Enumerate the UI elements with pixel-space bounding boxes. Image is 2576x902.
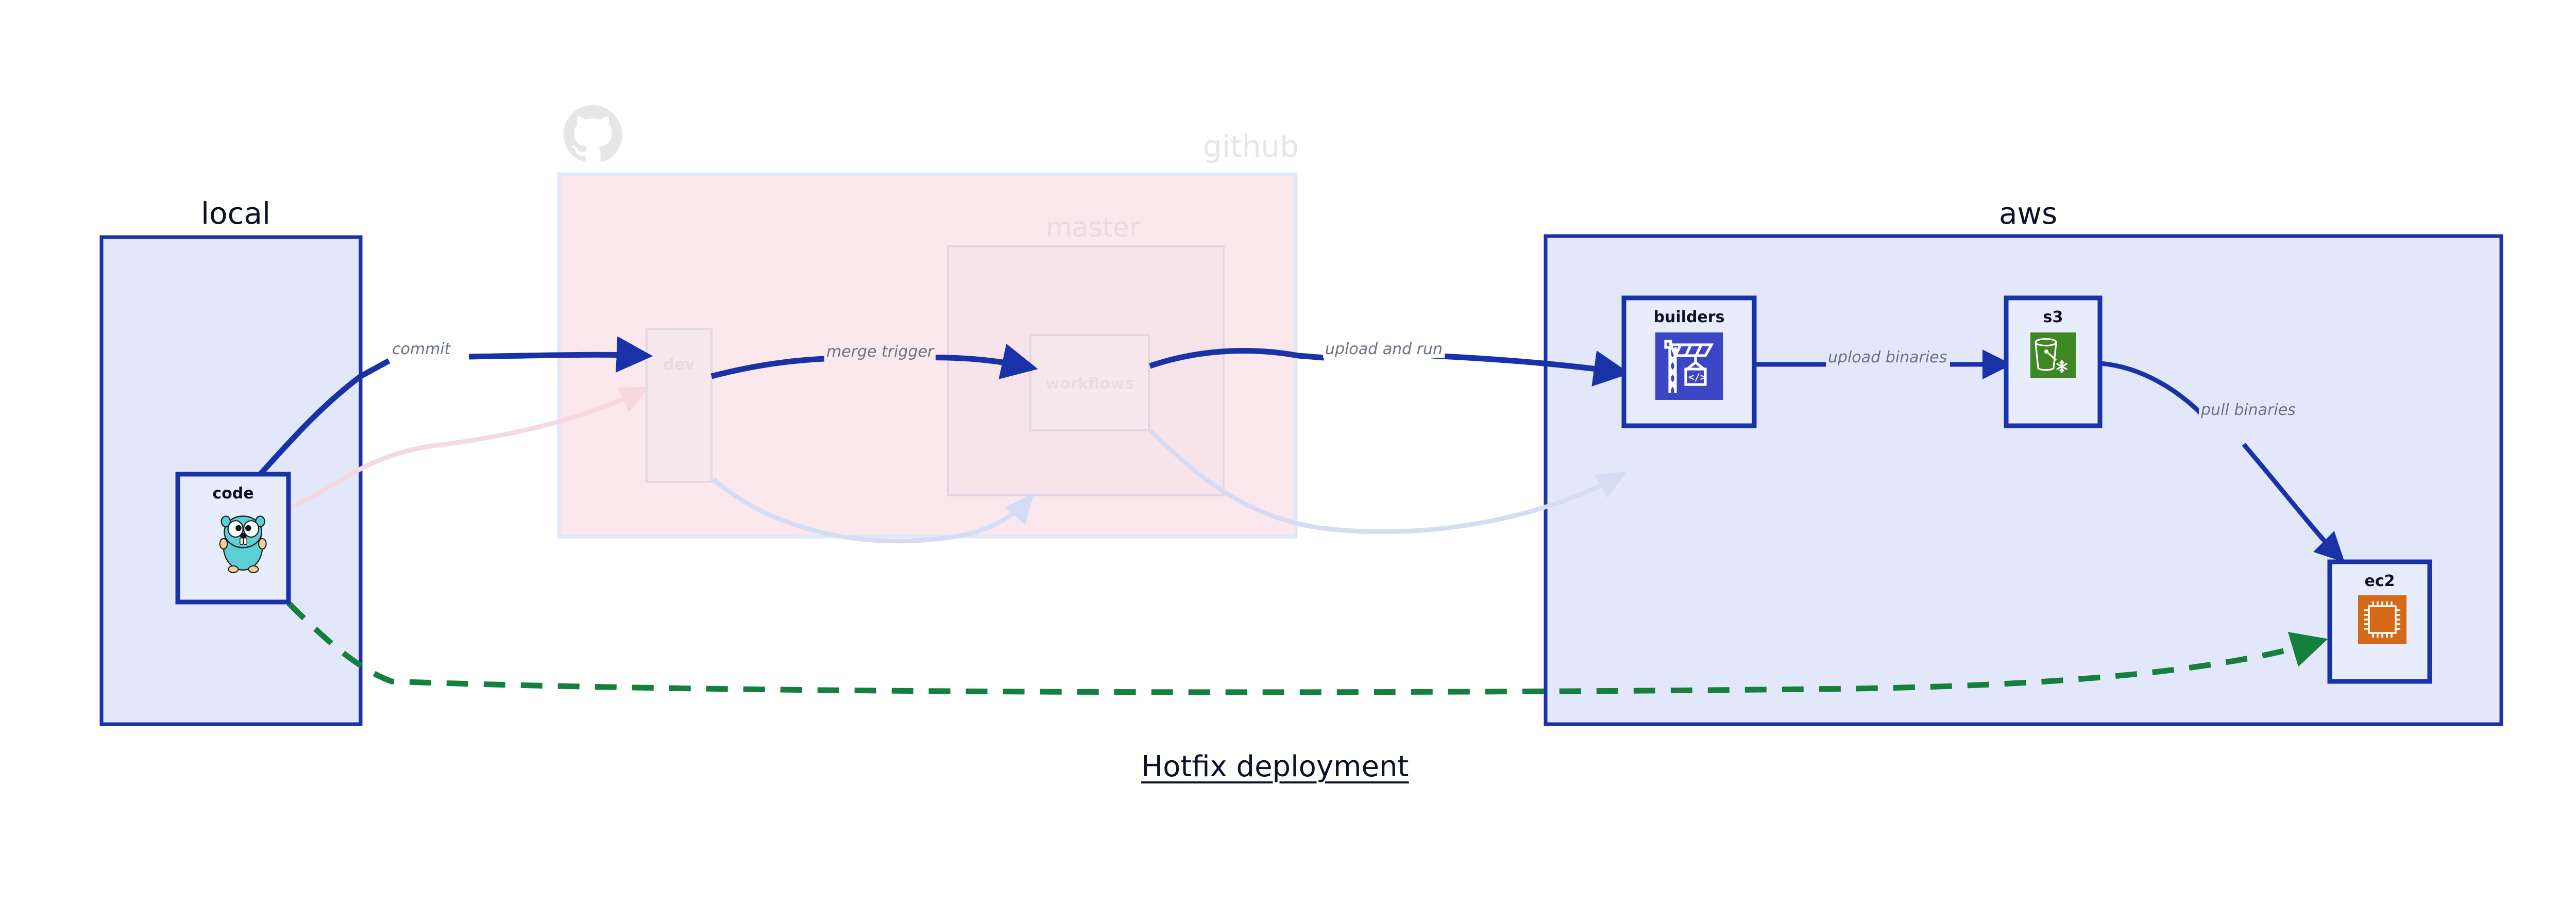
node-label-workflows: workflows — [1045, 375, 1134, 393]
edge-dev-to-workflows-tail — [922, 343, 1038, 379]
edge-code-to-ec2-dashed — [286, 601, 2328, 695]
node-workflows-box[interactable] — [1029, 334, 1150, 431]
edge-dev-to-workflows — [710, 356, 825, 379]
node-label-code: code — [212, 485, 254, 503]
node-label-builders: builders — [1653, 308, 1725, 326]
node-label-ec2: ec2 — [2364, 572, 2395, 590]
edge-workflows-to-builders — [1149, 348, 1325, 369]
edge-s3-to-ec2-tail — [2242, 443, 2345, 563]
edge-code-to-dev-tail — [468, 336, 653, 373]
github-octocat-icon — [563, 105, 623, 162]
node-label-s3: s3 — [2043, 308, 2063, 326]
node-label-dev: dev — [663, 356, 695, 374]
edge-label-pull-binaries: pull binaries — [2199, 401, 2298, 419]
cluster-label-local: local — [201, 196, 271, 231]
edge-label-merge-trigger: merge trigger — [824, 343, 936, 361]
ghost-edge-dev-to-workflows — [712, 477, 1034, 544]
cluster-label-github: github — [1203, 129, 1299, 164]
edge-label-commit: commit — [390, 340, 453, 358]
edge-label-upload-binaries: upload binaries — [1826, 348, 1950, 366]
svg-text:</>: </> — [1688, 372, 1706, 383]
node-ec2-box[interactable] — [2327, 559, 2432, 684]
cluster-label-aws: aws — [1999, 196, 2058, 231]
edge-workflows-to-builders-tail — [1431, 350, 1631, 387]
aws-codebuild-icon: </> — [1655, 332, 1723, 400]
go-gopher-icon — [219, 515, 267, 573]
edge-label-upload-and-run: upload and run — [1323, 340, 1445, 358]
node-dev-box[interactable] — [646, 328, 713, 483]
aws-s3-glacier-icon — [2030, 332, 2076, 378]
page-title: Hotfix deployment — [1141, 750, 1409, 783]
edge-s3-to-ec2 — [2100, 361, 2205, 417]
aws-ec2-icon — [2358, 595, 2406, 644]
edge-code-to-dev — [258, 358, 391, 476]
ghost-edge-code-to-dev — [242, 387, 650, 518]
ghost-edge-workflows-to-builders — [1148, 428, 1627, 534]
cluster-label-master: master — [1046, 212, 1141, 243]
